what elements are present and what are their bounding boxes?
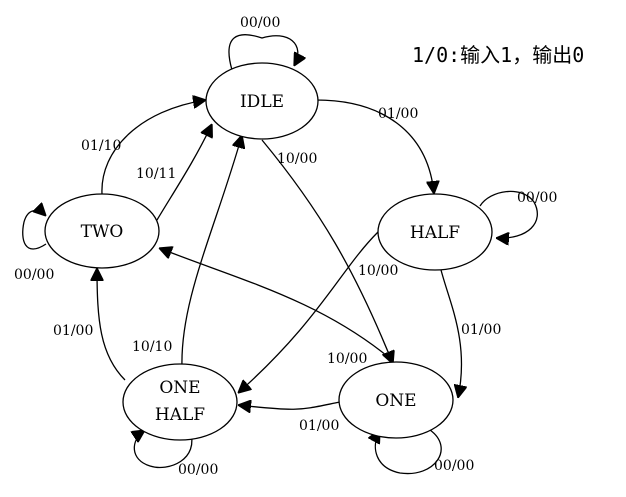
state-one-half: ONE HALF bbox=[122, 363, 238, 441]
edge-one-half-to-idle bbox=[181, 135, 242, 369]
edge-labels: 00/00 01/00 10/00 00/00 01/00 10/00 00/0… bbox=[14, 15, 557, 478]
state-half-label: HALF bbox=[410, 223, 460, 243]
edge-idle-to-one bbox=[261, 139, 393, 364]
state-idle: IDLE bbox=[205, 62, 319, 140]
edge-idle-self bbox=[228, 34, 298, 71]
label-one-half-to-two: 01/00 bbox=[53, 323, 93, 339]
label-idle-self: 00/00 bbox=[240, 15, 280, 31]
edge-one-self bbox=[375, 430, 442, 475]
label-half-to-one-half: 10/00 bbox=[358, 263, 398, 279]
label-two-self: 00/00 bbox=[14, 267, 54, 283]
edge-half-to-one-half bbox=[238, 231, 379, 393]
label-half-self: 00/00 bbox=[517, 190, 557, 206]
edge-half-to-one bbox=[439, 265, 462, 398]
edge-one-half-to-two bbox=[97, 268, 126, 381]
label-two-to-idle-01: 01/10 bbox=[81, 138, 121, 154]
label-idle-to-half: 01/00 bbox=[378, 106, 418, 122]
edge-one-to-one-half bbox=[238, 402, 341, 409]
edge-two-to-idle-01 bbox=[101, 100, 206, 195]
label-one-self: 00/00 bbox=[434, 458, 474, 474]
state-two-label: TWO bbox=[81, 222, 124, 242]
label-idle-to-one: 10/00 bbox=[277, 151, 317, 167]
label-two-to-idle-10: 10/11 bbox=[136, 166, 176, 182]
edge-two-self bbox=[22, 211, 46, 250]
state-two: TWO bbox=[44, 193, 160, 269]
edge-one-half-self bbox=[134, 430, 193, 469]
state-idle-label: IDLE bbox=[240, 92, 284, 112]
edge-idle-to-half bbox=[315, 99, 434, 194]
edge-two-to-idle-10 bbox=[156, 124, 212, 221]
edge-one-to-two bbox=[159, 248, 393, 361]
label-one-to-one-half: 01/00 bbox=[299, 418, 339, 434]
edge-half-self bbox=[479, 190, 538, 238]
state-one-label: ONE bbox=[375, 391, 416, 411]
state-one-half-label-line1: ONE bbox=[159, 378, 200, 398]
label-one-to-two: 10/00 bbox=[327, 351, 367, 367]
state-one-half-label-line2: HALF bbox=[155, 405, 205, 425]
edges bbox=[22, 34, 538, 475]
label-one-half-to-idle: 10/10 bbox=[132, 339, 172, 355]
state-half: HALF bbox=[377, 193, 493, 271]
label-one-half-self: 00/00 bbox=[178, 462, 218, 478]
legend-text: 1/0:输入1，输出0 bbox=[412, 43, 584, 67]
state-one: ONE bbox=[338, 361, 454, 439]
label-half-to-one: 01/00 bbox=[461, 322, 501, 338]
